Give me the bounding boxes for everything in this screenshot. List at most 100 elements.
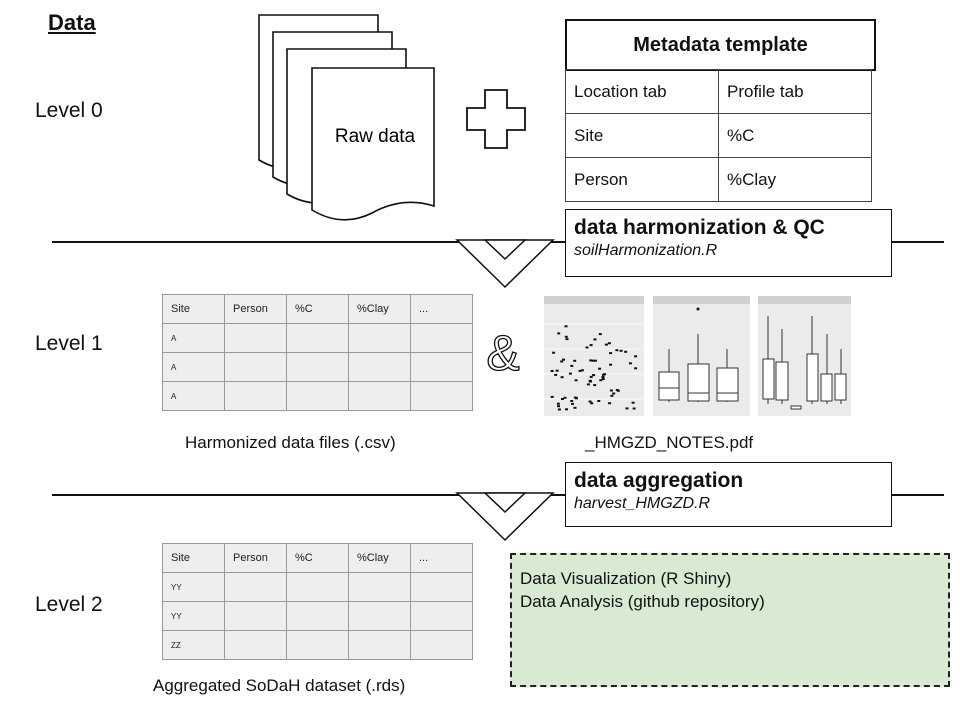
- scatter-thumbnail-point: [562, 358, 565, 361]
- scatter-thumbnail-point: [564, 325, 568, 328]
- scatter-thumbnail-point: [565, 408, 568, 411]
- scatter-thumbnail-point: [632, 407, 636, 410]
- table-header-row: Site Person %C %Clay ...: [162, 294, 473, 324]
- scatter-thumbnail-point: [609, 352, 613, 355]
- metadata-row: Site %C: [565, 113, 872, 158]
- metadata-cell: Site: [565, 113, 719, 158]
- scatter-thumbnail-point: [609, 389, 613, 392]
- ampersand-symbol: &: [486, 326, 521, 378]
- table-header-cell: Person: [224, 543, 287, 573]
- aggregation-process-box: data aggregation harvest_HMGZD.R: [565, 462, 892, 527]
- process-title: data aggregation: [574, 469, 744, 492]
- scatter-thumbnail-point: [570, 364, 574, 367]
- scatter-thumbnail-point: [555, 369, 559, 372]
- scatter-thumbnail-point: [634, 355, 638, 358]
- table-header-row: Site Person %C %Clay ...: [162, 543, 473, 573]
- scatter-thumbnail-point: [619, 349, 623, 352]
- scatter-thumbnail-point: [601, 378, 605, 380]
- scatter-thumbnail-point: [556, 402, 560, 405]
- scatter-thumbnail-point: [550, 395, 554, 398]
- scatter-thumbnail-point: [589, 344, 593, 347]
- funnel-arrow-icon: [455, 239, 555, 289]
- scatter-thumbnail-point: [588, 400, 592, 403]
- table-header-cell: %Clay: [348, 543, 411, 573]
- metadata-cell: %C: [718, 113, 872, 158]
- table-header-cell: Person: [224, 294, 287, 324]
- process-script: harvest_HMGZD.R: [574, 495, 711, 512]
- scatter-thumbnail-point: [634, 367, 638, 370]
- scatter-thumbnail-point: [580, 369, 584, 372]
- notes-pdf-caption: _HMGZD_NOTES.pdf: [585, 433, 754, 452]
- metadata-cell: %Clay: [718, 157, 872, 202]
- raw-data-label: Raw data: [335, 126, 416, 147]
- table-row: A: [162, 352, 473, 382]
- metadata-cell: Location tab: [565, 69, 719, 114]
- scatter-thumbnail-point: [564, 335, 568, 338]
- scatter-thumbnail-point: [574, 379, 578, 382]
- scatter-thumbnail-point: [573, 359, 577, 362]
- scatter-thumbnail-point: [601, 376, 605, 378]
- scatter-thumbnail-point: [589, 359, 593, 362]
- metadata-template-title: Metadata template: [565, 19, 876, 71]
- scatter-thumbnail-point: [625, 407, 629, 410]
- scatter-thumbnail-point: [573, 406, 577, 409]
- scatter-thumbnail-point: [557, 408, 561, 411]
- table-header-cell: Site: [162, 294, 225, 324]
- metadata-row: Person %Clay: [565, 157, 872, 202]
- level-0-label: Level 0: [35, 99, 103, 122]
- process-title: data harmonization & QC: [574, 216, 825, 239]
- scatter-thumbnail-point: [571, 402, 574, 405]
- plot-thumbnail-icon: [544, 296, 851, 416]
- table-row: YY: [162, 601, 473, 631]
- scatter-thumbnail-point: [624, 350, 628, 353]
- table-header-cell: %Clay: [348, 294, 411, 324]
- table-row: YY: [162, 572, 473, 602]
- scatter-thumbnail-point: [592, 374, 596, 377]
- table-cell: A: [162, 352, 225, 382]
- diagram-heading: Data: [48, 10, 96, 35]
- level-1-label: Level 1: [35, 332, 103, 355]
- table-header-cell: ...: [410, 294, 473, 324]
- table-cell: A: [162, 381, 225, 411]
- plus-icon: [466, 89, 526, 149]
- scatter-thumbnail-point: [615, 349, 619, 352]
- svg-text:&: &: [486, 326, 519, 378]
- scatter-thumbnail-point: [593, 359, 597, 362]
- scatter-thumbnail-point: [586, 383, 590, 386]
- output-item: Data Visualization (R Shiny): [520, 569, 732, 588]
- scatter-thumbnail-point: [591, 359, 595, 362]
- table-cell: A: [162, 323, 225, 353]
- scatter-thumbnail-point: [599, 379, 603, 382]
- table-row: A: [162, 323, 473, 353]
- harmonized-data-caption: Harmonized data files (.csv): [185, 433, 396, 452]
- table-cell: ZZ: [162, 630, 225, 660]
- scatter-thumbnail-point: [610, 394, 614, 397]
- scatter-thumbnail-point: [631, 401, 635, 404]
- scatter-thumbnail-point: [557, 332, 561, 335]
- metadata-template-table: Location tab Profile tab Site %C Person …: [565, 69, 872, 202]
- scatter-thumbnail-point: [603, 373, 607, 376]
- table-header-cell: ...: [410, 543, 473, 573]
- scatter-thumbnail-point: [597, 400, 601, 402]
- scatter-thumbnail-point: [550, 370, 554, 372]
- scatter-thumbnail-point: [568, 372, 572, 375]
- scatter-thumbnail-point: [560, 360, 564, 363]
- scatter-thumbnail-point: [573, 396, 577, 399]
- aggregated-data-table: Site Person %C %Clay ... YY YY ZZ: [162, 543, 473, 660]
- scatter-thumbnail-point: [557, 405, 560, 408]
- scatter-thumbnail-point: [628, 362, 632, 365]
- table-header-cell: %C: [286, 543, 349, 573]
- scatter-thumbnail-point: [604, 343, 608, 346]
- document-stack-icon: Raw data: [258, 14, 435, 221]
- table-row: ZZ: [162, 630, 473, 660]
- scatter-thumbnail-point: [570, 400, 574, 402]
- scatter-thumbnail-point: [609, 363, 613, 366]
- metadata-cell: Profile tab: [718, 69, 872, 114]
- table-header-cell: Site: [162, 543, 225, 573]
- level-2-label: Level 2: [35, 593, 103, 616]
- scatter-thumbnail-point: [563, 396, 567, 399]
- scatter-thumbnail-point: [561, 398, 564, 400]
- scatter-thumbnail-point: [615, 389, 619, 391]
- scatter-thumbnail-point: [585, 346, 589, 349]
- scatter-thumbnail-point: [588, 379, 592, 382]
